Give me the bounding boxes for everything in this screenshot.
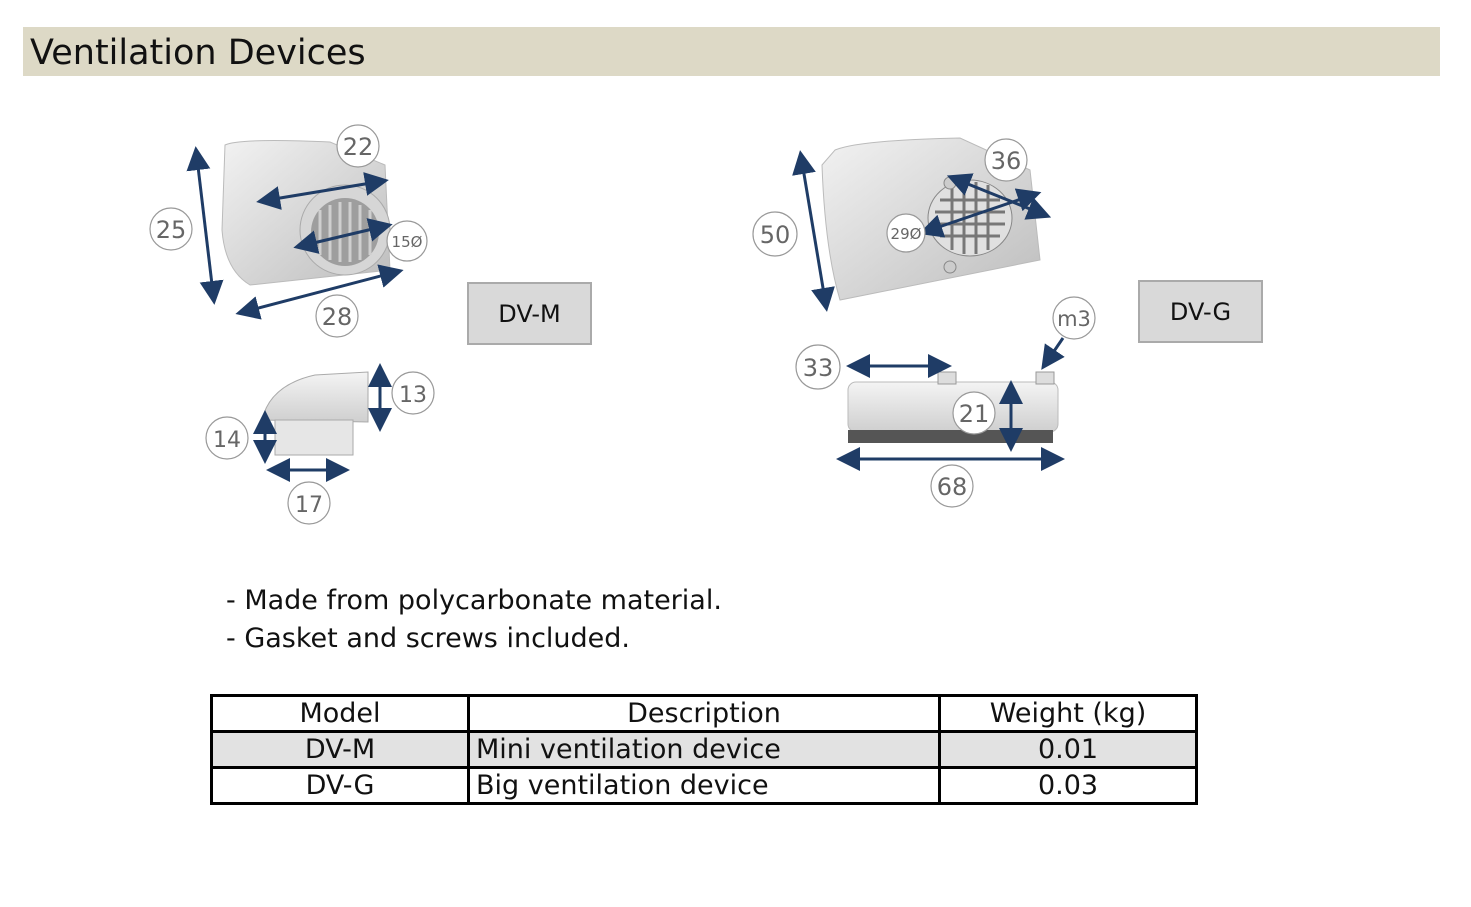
svg-text:36: 36 (991, 147, 1022, 175)
table-row: DV-M Mini ventilation device 0.01 (210, 730, 1198, 769)
svg-text:m3: m3 (1057, 307, 1091, 331)
title-bar: Ventilation Devices (23, 27, 1440, 76)
spec-table: Model Description Weight (kg) DV-M Mini … (210, 694, 1198, 805)
dv-g-drawing: 50 36 29Ø (752, 137, 1052, 312)
svg-text:14: 14 (213, 428, 241, 453)
cell-weight: 0.01 (938, 730, 1198, 769)
page-title: Ventilation Devices (30, 33, 366, 73)
dv-g-side-drawing: m3 33 21 68 (795, 296, 1096, 508)
cell-weight: 0.03 (938, 766, 1198, 805)
header-weight: Weight (kg) (938, 694, 1198, 733)
dv-m-side-drawing: 13 14 17 (205, 363, 435, 525)
dv-m-badge: DV-M (467, 282, 592, 345)
svg-text:17: 17 (295, 493, 323, 518)
header-model: Model (210, 694, 470, 733)
svg-text:25: 25 (156, 216, 187, 244)
svg-text:68: 68 (937, 473, 968, 501)
cell-model: DV-G (210, 766, 470, 805)
cell-model: DV-M (210, 730, 470, 769)
svg-text:22: 22 (343, 133, 374, 161)
dv-g-badge: DV-G (1138, 280, 1263, 343)
svg-text:13: 13 (399, 383, 427, 408)
cell-description: Mini ventilation device (467, 730, 941, 769)
dv-m-drawing: 25 22 15Ø 28 (149, 124, 428, 338)
product-figures: 25 22 15Ø 28 13 14 17 50 36 29Ø (149, 124, 1096, 525)
svg-text:33: 33 (803, 354, 834, 382)
table-header-row: Model Description Weight (kg) (210, 694, 1198, 733)
cell-description: Big ventilation device (467, 766, 941, 805)
feature-notes: - Made from polycarbonate material. - Ga… (226, 582, 722, 658)
svg-text:15Ø: 15Ø (392, 233, 423, 251)
svg-text:28: 28 (322, 303, 353, 331)
note-gasket: - Gasket and screws included. (226, 623, 630, 654)
header-description: Description (467, 694, 941, 733)
note-material: - Made from polycarbonate material. (226, 585, 722, 616)
svg-text:29Ø: 29Ø (891, 225, 922, 243)
svg-text:50: 50 (760, 221, 791, 249)
table-row: DV-G Big ventilation device 0.03 (210, 766, 1198, 805)
svg-text:21: 21 (959, 400, 990, 428)
